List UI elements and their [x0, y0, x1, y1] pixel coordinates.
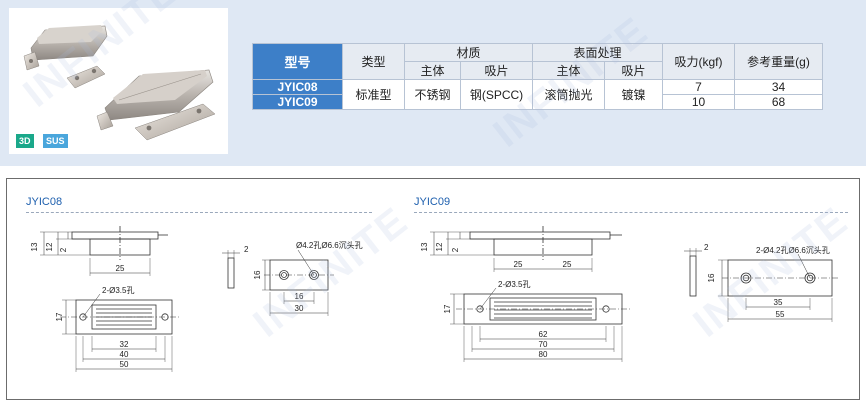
- dim-label: 25: [116, 264, 125, 273]
- row-model: JYIC09: [252, 94, 343, 110]
- header-finish-body: 主体: [532, 61, 605, 80]
- dim-label: 40: [120, 350, 129, 359]
- dim-label: 13: [30, 242, 39, 251]
- badge-sus: SUS: [43, 134, 68, 148]
- drawing-title-jyic08: JYIC08: [26, 196, 63, 208]
- dim-label: 2: [244, 245, 249, 254]
- dim-label: 35: [774, 298, 783, 307]
- drawing-title-jyic09: JYIC09: [414, 196, 451, 208]
- dim-label: 30: [295, 304, 304, 313]
- dim-label: 2-Ø4.2孔Ø6.6沉头孔: [756, 245, 830, 255]
- dim-label: 55: [776, 310, 785, 319]
- drawing-frame: [6, 178, 860, 400]
- cell-force: 10: [662, 94, 735, 110]
- jyic08-plate-side: [227, 257, 235, 289]
- dim-label: 70: [539, 340, 548, 349]
- dim-label: Ø4.2孔Ø6.6沉头孔: [296, 240, 363, 250]
- product-illustration: [23, 25, 216, 141]
- dim-label: 16: [707, 273, 716, 282]
- jyic09-plate-side: [689, 255, 697, 297]
- dim-label: 12: [435, 242, 444, 251]
- dim-label: 2-Ø3.5孔: [102, 286, 134, 295]
- dim-label: 2: [704, 243, 709, 252]
- dim-label: 17: [443, 304, 452, 313]
- header-material-body: 主体: [404, 61, 461, 80]
- header-model: 型号: [252, 43, 343, 80]
- dim-label: 16: [253, 270, 262, 279]
- dim-label: 32: [120, 340, 129, 349]
- dim-label: 50: [120, 360, 129, 369]
- dim-label: 13: [420, 242, 429, 251]
- divider: [414, 212, 848, 213]
- dim-label: 62: [539, 330, 548, 339]
- header-material-plate: 吸片: [460, 61, 533, 80]
- jyic08-side-flange: [71, 231, 159, 240]
- cell-body-material: 不锈钢: [404, 79, 461, 110]
- cell-plate-material: 钢(SPCC): [460, 79, 533, 110]
- cell-weight: 68: [734, 94, 823, 110]
- header-weight: 参考重量(g): [734, 43, 823, 80]
- dim-label: 2: [451, 247, 460, 252]
- dim-label: 25: [563, 260, 572, 269]
- dim-label: 25: [514, 260, 523, 269]
- cell-body-finish: 滚筒抛光: [532, 79, 605, 110]
- header-type: 类型: [342, 43, 405, 80]
- spec-table: 型号 类型 材质 表面处理 吸力(kgf) 参考重量(g) 主体 吸片 主体 吸…: [252, 43, 823, 110]
- dim-label: 16: [295, 292, 304, 301]
- divider: [26, 212, 372, 213]
- header-finish: 表面处理: [532, 43, 663, 62]
- badge-3d: 3D: [16, 134, 34, 148]
- cell-plate-finish: 镀镍: [604, 79, 663, 110]
- dim-label: 80: [539, 350, 548, 359]
- header-finish-plate: 吸片: [604, 61, 663, 80]
- dim-label: 12: [45, 242, 54, 251]
- dim-label: 2: [59, 247, 68, 252]
- dim-label: 2-Ø3.5孔: [498, 280, 530, 289]
- jyic09-side-flange: [469, 231, 611, 240]
- product-photo: [9, 8, 228, 154]
- dim-label: 17: [55, 312, 64, 321]
